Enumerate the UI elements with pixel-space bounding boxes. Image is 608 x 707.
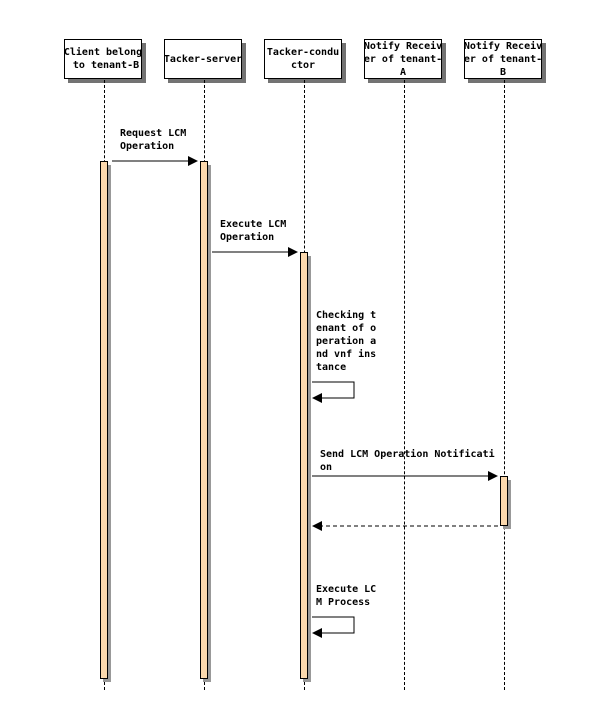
message-execute-lcm-arrow [212,247,298,257]
message-request-lcm-arrow [112,156,198,166]
message-checking-tenant-label: Checking t enant of o peration a nd vnf … [316,310,377,373]
activation-client [100,161,108,679]
participant-tacker-conductor: Tacker-condu ctor [264,39,342,79]
activation-tacker-conductor [300,252,308,679]
participant-client: Client belong to tenant-B [64,39,142,79]
participant-receiver-a: Notify Receiv er of tenant- A [364,39,442,79]
message-execute-process-self-arrow [312,616,355,638]
participant-client-label: Client belong to tenant-B [63,47,143,71]
participant-tacker-server-label: Tacker-server [163,53,243,65]
participant-receiver-b-label: Notify Receiv er of tenant- B [463,40,543,78]
participant-receiver-b: Notify Receiv er of tenant- B [464,39,542,79]
activation-tacker-server [200,161,208,679]
lifeline-receiver-b [504,80,505,690]
message-execute-lcm-label: Execute LCM Operation [220,219,287,243]
lifeline-receiver-a [404,80,405,690]
message-execute-process-label: Execute LC M Process [316,584,377,608]
message-send-notification-arrow [312,471,498,481]
message-send-notification-label: Send LCM Operation Notificati on [320,449,495,473]
participant-tacker-conductor-label: Tacker-condu ctor [266,47,340,71]
participant-receiver-a-label: Notify Receiv er of tenant- A [363,40,443,78]
participant-tacker-server: Tacker-server [164,39,242,79]
message-return-dashed-arrow [312,521,498,531]
message-checking-tenant-self-arrow [312,381,355,403]
activation-receiver-b [500,476,508,526]
message-request-lcm-label: Request LCM Operation [120,128,187,152]
